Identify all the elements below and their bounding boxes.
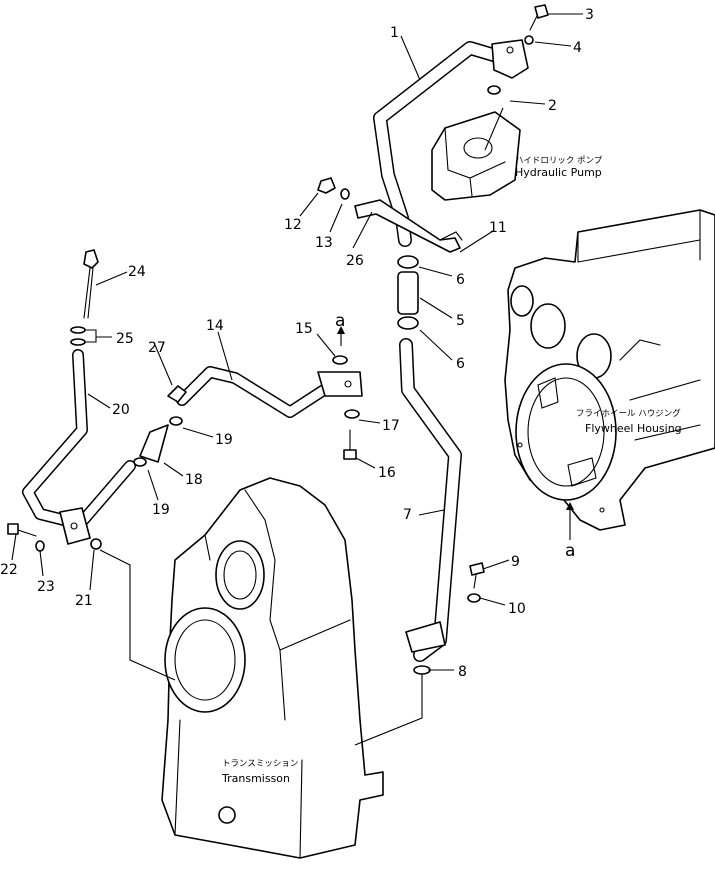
callout-18: 18: [185, 472, 203, 488]
callout-19-lower: 19: [152, 502, 170, 518]
ref-arrow-a-upper: a: [335, 311, 345, 331]
callout-16: 16: [378, 465, 396, 481]
hose-clamp-6-lower: [397, 316, 419, 330]
callout-24: 24: [128, 264, 146, 280]
label-hydraulic-pump: Hydraulic Pump: [515, 166, 602, 179]
pipe-7: [399, 338, 462, 662]
callout-11: 11: [489, 220, 507, 236]
washer-17: [344, 409, 360, 419]
label-hydraulic-pump-jp: ハイドロリック ポンプ: [515, 156, 603, 166]
callout-27: 27: [148, 340, 166, 356]
clip-27: [167, 385, 187, 403]
clip-11: [439, 231, 463, 241]
dipstick-24: [83, 249, 99, 319]
pipe-14: [176, 366, 363, 418]
callout-4: 4: [573, 40, 582, 56]
nut-12: [317, 177, 336, 194]
ref-arrow-a-lower: a: [565, 541, 575, 561]
bolt-16: [343, 429, 357, 460]
label-flywheel-housing-jp: フライホイール ハウジング: [576, 408, 681, 419]
transmission: [161, 477, 384, 859]
callout-7: 7: [403, 507, 412, 523]
flywheel-housing: [504, 209, 715, 531]
o-ring-25-lower: [70, 338, 86, 346]
callout-9: 9: [511, 554, 520, 570]
bolt-3: [529, 4, 549, 31]
o-ring-15: [332, 355, 348, 365]
callout-19-upper: 19: [215, 432, 233, 448]
label-transmission: Transmisson: [221, 772, 290, 785]
callout-21: 21: [75, 593, 93, 609]
callout-2: 2: [548, 98, 557, 114]
washer-13: [340, 188, 350, 200]
callout-20: 20: [112, 402, 130, 418]
o-ring-2: [487, 85, 501, 95]
callout-6-lower: 6: [456, 356, 465, 372]
callout-15: 15: [295, 321, 313, 337]
bolt-22: [7, 523, 37, 537]
callout-8: 8: [458, 664, 467, 680]
washer-4: [524, 35, 534, 45]
callout-22: 22: [0, 562, 18, 578]
label-flywheel-housing: Flywheel Housing: [585, 422, 682, 435]
hose-5: [397, 271, 419, 315]
o-ring-21: [90, 538, 102, 550]
callout-3: 3: [585, 7, 594, 23]
washer-23: [35, 540, 45, 552]
callout-13: 13: [315, 235, 333, 251]
callout-26: 26: [346, 253, 364, 269]
washer-10: [467, 593, 481, 603]
callout-12: 12: [284, 217, 302, 233]
label-transmission-jp: トランスミッション: [222, 759, 298, 769]
callout-17: 17: [382, 418, 400, 434]
o-ring-25-upper: [70, 326, 86, 334]
callout-5: 5: [456, 313, 465, 329]
pipe-20: [22, 349, 136, 545]
hydraulic-pump: [431, 111, 521, 201]
callout-14: 14: [206, 318, 224, 334]
hose-clamp-6-upper: [397, 255, 419, 269]
leader-lines: [11, 13, 583, 746]
hose-clamp-19-upper: [169, 416, 183, 426]
callout-25: 25: [116, 331, 134, 347]
callout-10: 10: [508, 601, 526, 617]
clamp-26: [354, 199, 461, 253]
o-ring-8: [413, 665, 431, 675]
hose-18: [139, 424, 169, 463]
callout-23: 23: [37, 579, 55, 595]
bolt-9: [469, 562, 485, 589]
callout-6-upper: 6: [456, 272, 465, 288]
callout-1: 1: [390, 25, 399, 41]
